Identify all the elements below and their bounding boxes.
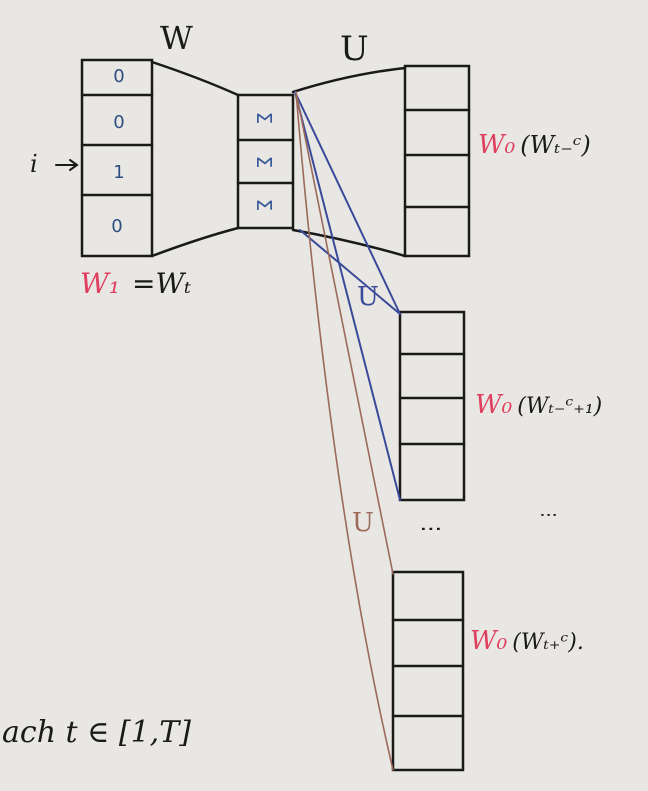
input-rhs: =Wₜ — [132, 267, 192, 300]
input-cell-4: 0 — [111, 216, 123, 237]
fan-line-blue-2 — [294, 91, 401, 501]
output-label-1: W₀ (Wₜ₋ᶜ) — [478, 132, 591, 158]
output-prefix-2: W₀ — [475, 390, 513, 420]
input-vector-box — [80, 58, 154, 258]
input-lhs: W₁ — [80, 267, 121, 300]
u-connector-top — [291, 66, 407, 94]
output-box-1 — [403, 64, 471, 258]
hidden-layer-box — [236, 93, 295, 230]
fan-line-brown-2 — [295, 91, 394, 771]
fan-line-brown-1 — [295, 91, 394, 575]
hidden-cell-2: Σ — [252, 155, 276, 169]
output-context-1: (Wₜ₋ᶜ) — [520, 131, 591, 159]
input-cell-2: 0 — [113, 112, 125, 133]
u-connector-bottom — [291, 228, 407, 258]
hidden-cell-1: Σ — [252, 111, 276, 125]
ellipsis-vertical: ⋮ — [418, 518, 443, 542]
output-context-2: (Wₜ₋ᶜ₊₁) — [517, 394, 603, 419]
output-prefix-1: W₀ — [478, 130, 516, 160]
output-label-2: W₀ (Wₜ₋ᶜ₊₁) — [475, 392, 602, 418]
for-each-text: ach t ∈ [1,T] — [2, 715, 191, 750]
output-label-3: W₀ (Wₜ₊ᶜ). — [470, 628, 584, 654]
weight-label-w: W — [160, 19, 193, 57]
output-box-2 — [398, 310, 466, 502]
output-box-3 — [391, 570, 465, 772]
weight-label-u-low: U — [352, 508, 374, 538]
input-cell-3: 1 — [113, 162, 125, 183]
weight-label-u-mid: U — [357, 282, 379, 312]
w-connector-top — [150, 60, 240, 97]
hidden-cell-3: Σ — [252, 198, 276, 212]
index-label-i: i — [30, 150, 38, 178]
input-cell-1: 0 — [113, 66, 125, 87]
output-prefix-3: W₀ — [470, 626, 508, 656]
fan-line-blue-1 — [294, 91, 401, 315]
ellipsis-vertical-right: ⋮ — [538, 506, 559, 526]
output-context-3: (Wₜ₊ᶜ). — [512, 630, 584, 655]
w-connector-bottom — [150, 226, 240, 258]
weight-label-u-top: U — [340, 29, 369, 69]
